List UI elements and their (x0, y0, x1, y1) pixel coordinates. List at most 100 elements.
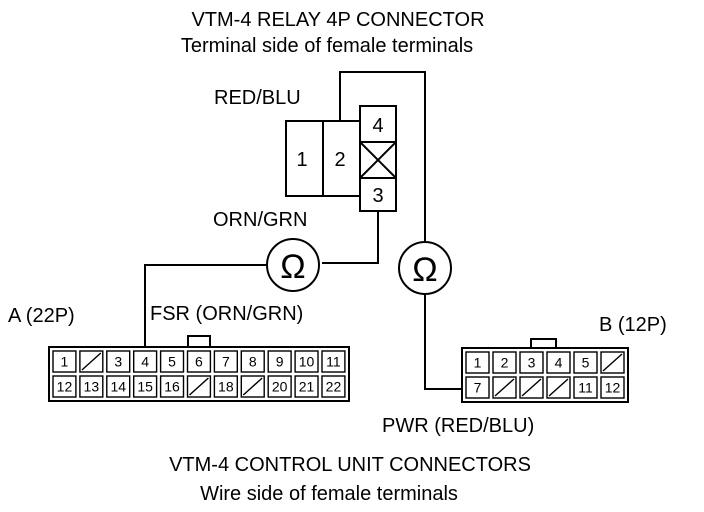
connector-a-lock-tab (187, 335, 211, 348)
connector-a-label: A (22P) (8, 305, 75, 327)
connector-a-terminal-16: 16 (164, 379, 180, 395)
connector-b-cell (573, 351, 598, 374)
ohm-symbol-icon: Ω (412, 251, 437, 289)
connector-a-cell (294, 375, 319, 398)
ohmmeter-2: Ω (398, 241, 452, 295)
connector-b-cell (573, 376, 598, 399)
connector-a-cell (321, 375, 346, 398)
connector-a-unused-cell (242, 377, 263, 396)
wire-label-red-blu: RED/BLU (214, 87, 301, 109)
ohmmeter-2-circle (398, 241, 452, 295)
connector-b-cell (519, 351, 544, 374)
connector-b-cell (465, 351, 490, 374)
connector-a-terminal-18: 18 (218, 379, 234, 395)
wire-orn-grn-fsr (144, 264, 266, 347)
connector-a-terminal-1: 1 (61, 354, 69, 370)
connector-a-terminal-5: 5 (168, 354, 176, 370)
connector-a-cell (52, 350, 77, 373)
relay-terminal-1: 1 (296, 149, 307, 171)
connector-a-cell (106, 350, 131, 373)
relay-cell-4 (359, 105, 397, 143)
connector-a-cell (267, 350, 292, 373)
connector-a-terminal-7: 7 (222, 354, 230, 370)
connector-a-cell (186, 375, 212, 398)
connector-b-terminal-3: 3 (528, 355, 536, 371)
connector-a-unused-cell (189, 377, 209, 396)
connector-b-cell (546, 376, 571, 399)
connector-a-terminal-22: 22 (326, 379, 342, 395)
connector-a-terminal-10: 10 (299, 354, 315, 370)
diagram-title: VTM-4 RELAY 4P CONNECTOR (191, 9, 484, 31)
ohm-symbol-icon: Ω (280, 248, 305, 286)
wire-red-blu-pwr (424, 294, 462, 390)
relay-connector: 1 2 4 3 (285, 105, 397, 212)
connector-b-unused-cell (521, 378, 542, 397)
connector-b-unused-cell (602, 353, 623, 372)
connector-a-terminal-12: 12 (57, 379, 73, 395)
connector-a-terminal-14: 14 (110, 379, 126, 395)
connector-a-terminal-4: 4 (141, 354, 149, 370)
relay-cell-cross (359, 141, 397, 179)
wire-label-orn-grn: ORN/GRN (213, 209, 307, 231)
connector-a-cell (79, 375, 104, 398)
connector-a-terminal-20: 20 (272, 379, 288, 395)
wire-red-blu-relay (339, 71, 426, 244)
connector-a-cell (132, 350, 158, 373)
relay-terminal-3: 3 (372, 185, 383, 207)
connector-b-cell (465, 376, 490, 399)
connector-b-cell (519, 376, 544, 399)
connector-a-cell (159, 375, 185, 398)
diagram-subtitle: Terminal side of female terminals (181, 35, 473, 57)
connector-a-unused-cell (81, 352, 102, 371)
connector-a-terminal-21: 21 (299, 379, 315, 395)
wire-label-pwr: PWR (RED/BLU) (382, 415, 534, 437)
connector-a-terminal-8: 8 (249, 354, 257, 370)
connector-a-cell (132, 375, 158, 398)
connector-a-cell (52, 375, 77, 398)
connector-b-terminal-4: 4 (555, 355, 563, 371)
footer-title: VTM-4 CONTROL UNIT CONNECTORS (169, 454, 531, 476)
connector-b-lock-tab (530, 338, 557, 349)
connector-a-cell (106, 375, 131, 398)
connector-a-terminal-13: 13 (84, 379, 100, 395)
connector-a-cell (186, 350, 212, 373)
connector-b-housing (461, 347, 629, 403)
connector-a-cell (79, 350, 104, 373)
connector-b-terminal-5: 5 (582, 355, 590, 371)
wire-label-fsr: FSR (ORN/GRN) (150, 303, 303, 325)
connector-b-terminal-1: 1 (474, 355, 482, 371)
connector-b-label: B (12P) (599, 314, 667, 336)
connector-a-housing (48, 346, 350, 402)
connector-a-terminal-9: 9 (276, 354, 284, 370)
connector-b-cell (600, 376, 625, 399)
connector-b-cell (492, 376, 517, 399)
connector-a-terminal-3: 3 (114, 354, 122, 370)
relay-terminal-2: 2 (334, 149, 345, 171)
wire-orn-grn-relay (322, 211, 379, 264)
connector-b-cell (546, 351, 571, 374)
ohmmeter-1-circle (266, 238, 320, 292)
connector-b-cell (600, 351, 625, 374)
connector-a-cell (213, 375, 238, 398)
connector-a-cell (321, 350, 346, 373)
connector-b-terminal-7: 7 (474, 380, 482, 396)
connector-b-unused-cell (548, 378, 569, 397)
connector-b-terminal-12: 12 (605, 380, 621, 396)
connector-a-terminal-6: 6 (195, 354, 203, 370)
connector-b-terminal-2: 2 (501, 355, 509, 371)
connector-a-cell (240, 350, 265, 373)
connector-a-cell (240, 375, 265, 398)
connector-a-cell (159, 350, 185, 373)
connector-a-terminal-15: 15 (137, 379, 153, 395)
connector-b-cell (492, 351, 517, 374)
connector-b-terminal-11: 11 (578, 380, 593, 396)
connector-a-cell (294, 350, 319, 373)
connector-a-cell (213, 350, 238, 373)
ohmmeter-1: Ω (266, 238, 320, 292)
connector-a-cell (267, 375, 292, 398)
